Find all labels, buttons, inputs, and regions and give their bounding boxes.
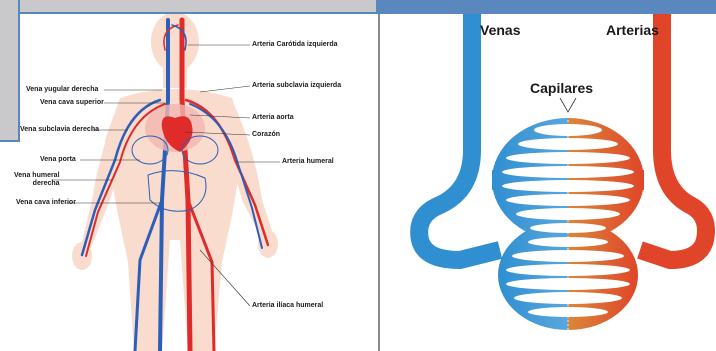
label-portal-vein: Vena porta — [40, 156, 76, 163]
circulatory-system-panel: Arteria Carótida izquierda Arteria subcl… — [0, 0, 376, 351]
label-carotid-artery: Arteria Carótida izquierda — [252, 41, 338, 48]
overlay-panel-left — [0, 0, 20, 142]
overlay-panel-top — [0, 0, 376, 14]
veins-label: Venas — [480, 22, 520, 38]
label-inferior-vena-cava: Vena cava inferior — [16, 199, 76, 206]
arteries-label: Arterias — [606, 22, 659, 38]
label-left-subclavian-artery: Arteria subclavia izquierda — [252, 82, 341, 89]
capillaries-label: Capilares — [530, 80, 593, 96]
label-heart: Corazón — [252, 131, 280, 138]
label-iliac-artery: Arteria ilíaca humeral — [252, 302, 323, 309]
label-aorta: Arteria aorta — [252, 114, 294, 121]
capillary-diagram — [380, 0, 716, 351]
label-humeral-vein: Vena humeral derecha — [14, 172, 60, 188]
label-superior-vena-cava: Vena cava superior — [40, 99, 104, 106]
label-jugular-vein: Vena yugular derecha — [26, 86, 98, 93]
label-humeral-artery: Arteria humeral — [282, 158, 334, 165]
capillary-network-panel: Venas Arterias Capilares — [378, 0, 716, 351]
label-subclavian-vein: Vena subclavia derecha — [20, 126, 99, 133]
